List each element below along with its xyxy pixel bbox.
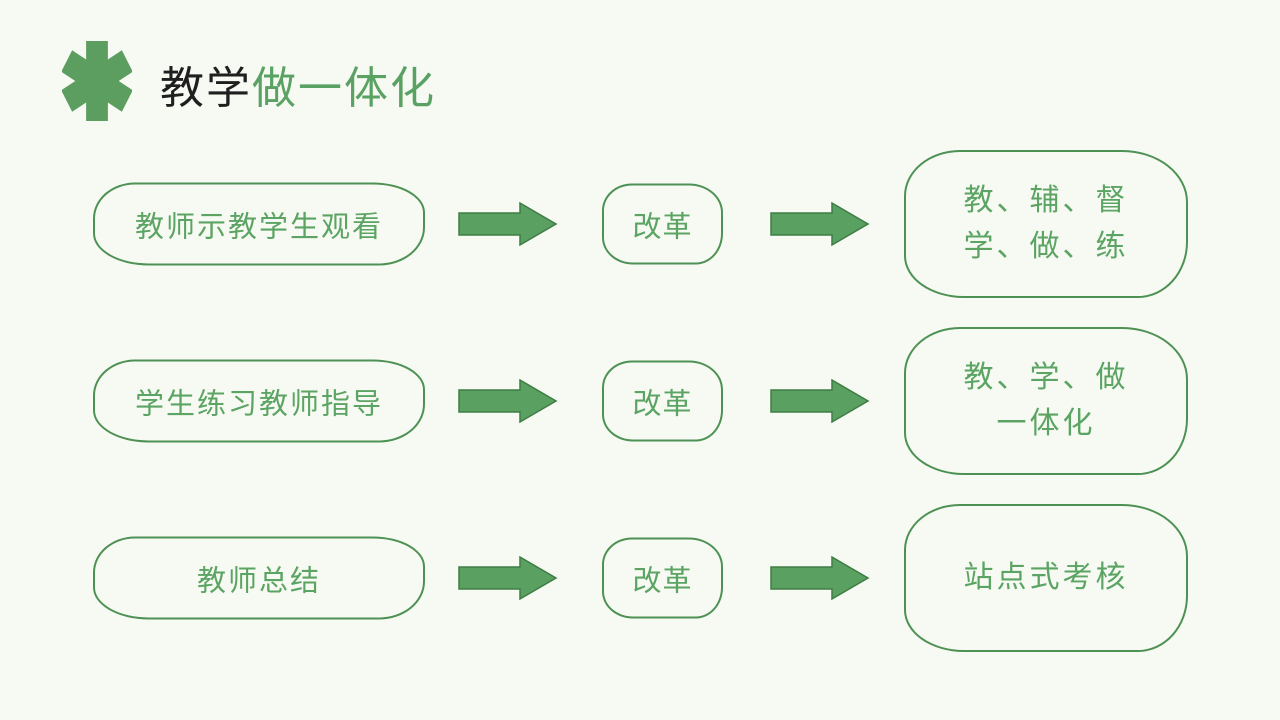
step-box-teacher-summary: 教师总结 bbox=[93, 536, 425, 620]
step-box-label: 教师总结 bbox=[196, 565, 321, 597]
reform-box-label: 改革 bbox=[632, 388, 693, 420]
result-line: 站点式考核 bbox=[963, 561, 1129, 594]
arrow-right-icon bbox=[458, 555, 558, 601]
result-line: 学、做、练 bbox=[963, 230, 1129, 263]
slide-header: 教学做一体化 bbox=[0, 0, 1280, 140]
arrow-right-icon bbox=[770, 555, 870, 601]
arrow-right-icon bbox=[770, 378, 870, 424]
reform-box: 改革 bbox=[602, 183, 723, 265]
result-line: 教、辅、督 bbox=[963, 184, 1129, 217]
step-box-label: 教师示教学生观看 bbox=[134, 211, 383, 243]
step-box-label: 学生练习教师指导 bbox=[134, 388, 383, 420]
reform-box-label: 改革 bbox=[632, 565, 693, 597]
step-box-student-practice: 学生练习教师指导 bbox=[93, 359, 425, 443]
reform-box: 改革 bbox=[602, 360, 723, 442]
arrow-right-icon bbox=[458, 378, 558, 424]
step-box-teacher-demo: 教师示教学生观看 bbox=[93, 182, 425, 266]
result-line: 一体化 bbox=[996, 407, 1096, 440]
reform-box-label: 改革 bbox=[632, 211, 693, 243]
arrow-right-icon bbox=[770, 201, 870, 247]
asterisk-icon bbox=[62, 41, 132, 121]
reform-box: 改革 bbox=[602, 537, 723, 619]
title-part-green: 做一体化 bbox=[252, 64, 436, 113]
page-title: 教学做一体化 bbox=[160, 52, 436, 116]
arrow-right-icon bbox=[458, 201, 558, 247]
result-box-station-assessment: 站点式考核 bbox=[904, 504, 1188, 652]
result-box-integration: 教、学、做 一体化 bbox=[904, 327, 1188, 475]
title-part-dark: 教学 bbox=[160, 64, 252, 113]
result-box-teach-assist: 教、辅、督 学、做、练 bbox=[904, 150, 1188, 298]
result-line: 教、学、做 bbox=[963, 361, 1129, 394]
